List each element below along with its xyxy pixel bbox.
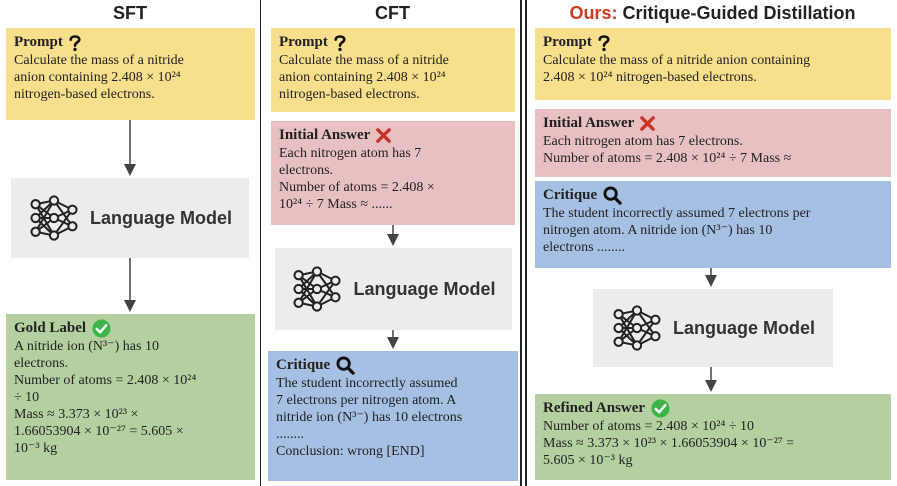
text-line: 5.605 × 10⁻³ kg xyxy=(543,453,633,468)
neural-network-icon xyxy=(28,195,80,241)
text-line: Each nitrogen atom has 7 xyxy=(279,146,422,161)
text-line: Calculate the mass of a nitride xyxy=(14,53,184,68)
text-line: Mass ≈ 3.373 × 10²³ × 1.66053904 × 10⁻²⁷… xyxy=(543,436,795,451)
text-line: Calculate the mass of a nitride anion co… xyxy=(543,53,811,68)
cross-icon xyxy=(640,116,655,131)
text-line: electrons ........ xyxy=(543,240,626,255)
cross-icon xyxy=(376,128,391,143)
text-line: Mass ≈ 3.373 × 10²³ × xyxy=(14,407,139,422)
ours-critique-box: Critique The student incorrectly assumed… xyxy=(535,181,891,268)
ours-title-prefix: Ours: xyxy=(569,3,618,23)
ours-title: Ours: Critique-Guided Distillation xyxy=(528,3,897,25)
text-line: electrons. xyxy=(279,163,334,178)
text-line: nitride ion (N³⁻) has 10 electrons xyxy=(276,410,463,425)
sft-language-model: Language Model xyxy=(11,178,249,258)
text-line: The student incorrectly assumed 7 electr… xyxy=(543,206,811,221)
text-line: 1.66053904 × 10⁻²⁷ = 5.605 × xyxy=(14,424,184,439)
ours-refined-answer-box: Refined Answer Number of atoms = 2.408 ×… xyxy=(535,394,891,480)
initial-answer-heading: Initial Answer xyxy=(543,115,635,131)
text-line: nitrogen-based electrons. xyxy=(279,87,420,102)
initial-answer-heading: Initial Answer xyxy=(279,127,371,143)
text-line: 10⁻³ kg xyxy=(14,441,58,456)
arrow xyxy=(705,268,717,287)
divider-3 xyxy=(525,0,527,486)
model-label: Language Model xyxy=(89,207,232,228)
text-line: 10²⁴ ÷ 7 Mass ≈ ...... xyxy=(279,197,393,212)
arrow xyxy=(387,330,399,349)
neural-network-icon xyxy=(611,305,663,351)
magnifier-icon xyxy=(336,356,355,375)
prompt-heading: Prompt xyxy=(543,34,592,50)
question-icon xyxy=(69,34,81,52)
model-label: Language Model xyxy=(353,278,496,299)
text-line: nitrogen-based electrons. xyxy=(14,87,155,102)
question-icon xyxy=(598,34,610,52)
text-line: Number of atoms = 2.408 × 10²⁴ ÷ 10 xyxy=(543,419,755,434)
ours-title-rest: Critique-Guided Distillation xyxy=(622,3,856,23)
critique-heading: Critique xyxy=(276,357,331,373)
prompt-heading: Prompt xyxy=(14,34,63,50)
ours-initial-answer-box: Initial Answer Each nitrogen atom has 7 … xyxy=(535,109,891,177)
arrow xyxy=(705,367,717,392)
sft-gold-label-box: Gold Label A nitride ion (N³⁻) has 10 el… xyxy=(6,314,255,480)
text-line: Number of atoms = 2.408 × xyxy=(279,180,435,195)
text-line: Number of atoms = 2.408 × 10²⁴ ÷ 7 Mass … xyxy=(543,151,792,166)
text-line: Number of atoms = 2.408 × 10²⁴ xyxy=(14,373,197,388)
cft-language-model: Language Model xyxy=(275,248,512,330)
question-icon xyxy=(334,34,346,52)
arrow xyxy=(387,225,399,246)
text-line: nitrogen atom. A nitride ion (N³⁻) has 1… xyxy=(543,223,773,238)
text-line: The student incorrectly assumed xyxy=(276,376,458,391)
cft-initial-answer-box: Initial Answer Each nitrogen atom has 7 … xyxy=(271,121,515,225)
cft-prompt-box: Prompt Calculate the mass of a nitride a… xyxy=(271,28,515,112)
cft-title: CFT xyxy=(375,3,410,23)
text-line: ÷ 10 xyxy=(14,390,40,405)
gold-label-heading: Gold Label xyxy=(14,320,87,336)
text-line: Calculate the mass of a nitride xyxy=(279,53,449,68)
divider-1 xyxy=(260,0,261,486)
text-line: 7 electrons per nitrogen atom. A xyxy=(276,393,457,408)
sft-title: SFT xyxy=(113,3,147,23)
prompt-heading: Prompt xyxy=(279,34,328,50)
divider-2 xyxy=(520,0,522,486)
text-line: electrons. xyxy=(14,356,69,371)
model-label: Language Model xyxy=(672,317,815,338)
text-line: Conclusion: wrong [END] xyxy=(276,444,425,459)
refined-answer-heading: Refined Answer xyxy=(543,400,646,416)
neural-network-icon xyxy=(291,266,343,312)
ours-language-model: Language Model xyxy=(593,289,833,367)
text-line: A nitride ion (N³⁻) has 10 xyxy=(14,339,159,354)
sft-prompt-box: Prompt Calculate the mass of a nitride a… xyxy=(6,28,255,120)
check-icon xyxy=(92,319,111,338)
ours-prompt-box: Prompt Calculate the mass of a nitride a… xyxy=(535,28,891,100)
arrow xyxy=(124,120,136,176)
text-line: anion containing 2.408 × 10²⁴ xyxy=(279,70,446,85)
text-line: anion containing 2.408 × 10²⁴ xyxy=(14,70,181,85)
arrow xyxy=(124,258,136,312)
magnifier-icon xyxy=(603,186,622,205)
text-line: 2.408 × 10²⁴ nitrogen-based electrons. xyxy=(543,70,757,85)
check-icon xyxy=(651,399,670,418)
cft-critique-box: Critique The student incorrectly assumed… xyxy=(268,351,518,481)
text-line: ........ xyxy=(276,427,304,442)
text-line: Each nitrogen atom has 7 electrons. xyxy=(543,134,743,149)
critique-heading: Critique xyxy=(543,187,598,203)
